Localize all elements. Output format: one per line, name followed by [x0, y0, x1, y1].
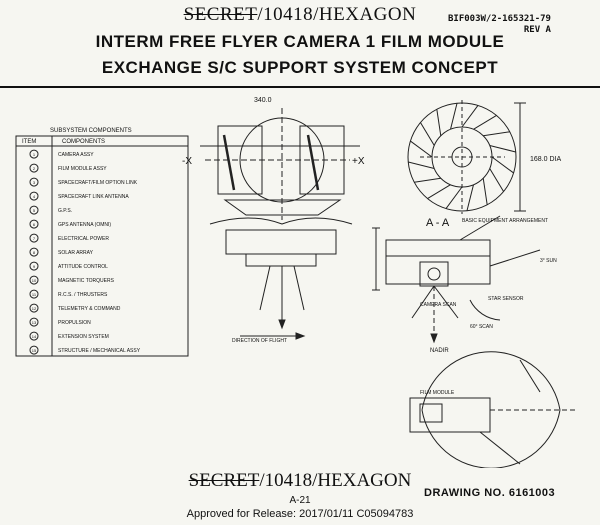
component-name: STRUCTURE / MECHANICAL ASSY	[58, 348, 141, 354]
document-id-block: BIF003W/2-165321-79 REV A	[448, 14, 551, 36]
item-number: 12	[32, 306, 37, 311]
item-number-circle	[29, 331, 39, 341]
item-number-circle	[29, 177, 39, 187]
fin-line	[473, 115, 497, 130]
sun-angle-label: 3° SUN	[540, 258, 557, 264]
diameter-dimension: 168.0 DIA	[530, 156, 561, 163]
document-number: BIF003W/2-165321-79	[448, 14, 551, 24]
drawing-number: DRAWING NO. 6161003	[424, 487, 556, 499]
subsystem-table	[15, 135, 189, 357]
item-number-circle	[29, 191, 39, 201]
arrangement-label: BASIC EQUIPMENT ARRANGEMENT	[462, 218, 548, 224]
item-number: 9	[33, 264, 36, 269]
fin-line	[436, 109, 442, 136]
fin-line	[410, 140, 433, 158]
fin-line	[450, 103, 458, 130]
component-name: CAMERA ASSY	[58, 152, 94, 158]
component-name: FILM MODULE ASSY	[58, 166, 107, 172]
fin-line	[414, 177, 441, 183]
item-number-circle	[29, 289, 39, 299]
scan-angle-label: 60° SCAN	[470, 324, 493, 330]
fin-line	[483, 131, 510, 137]
item-number: 4	[33, 194, 36, 199]
item-number: 14	[32, 334, 37, 339]
nadir-label: NADIR	[430, 348, 449, 354]
fin-line	[482, 178, 488, 205]
component-name: ATTITUDE CONTROL	[58, 264, 108, 270]
classification-rest: /10418/HEXAGON	[257, 4, 417, 25]
item-number-circle	[29, 219, 39, 229]
film-module-label: FILM MODULE	[420, 390, 455, 396]
item-number: 6	[33, 222, 36, 227]
fin-line	[445, 186, 463, 209]
neg-x-label: -X	[182, 156, 192, 167]
item-number: 1	[33, 152, 36, 157]
component-name: SPACECRAFT LINK ANTENNA	[58, 194, 129, 200]
item-number: 10	[32, 278, 37, 283]
bottom-classification-marking: SECRET/10418/HEXAGON	[0, 470, 600, 492]
fin-line	[489, 145, 516, 153]
item-number-circle	[29, 149, 39, 159]
fin-line	[461, 105, 479, 128]
fin-line	[420, 122, 435, 146]
item-number: 3	[33, 180, 36, 185]
camera-scan-label: CAMERA SCAN	[420, 302, 457, 308]
item-number-circle	[29, 205, 39, 215]
end-view-drawing	[407, 100, 526, 214]
section-a-a-drawing	[372, 215, 541, 344]
fin-line	[466, 184, 474, 211]
table-header-components: COMPONENTS	[62, 139, 105, 145]
component-name: EXTENSION SYSTEM	[58, 334, 109, 340]
component-name: MAGNETIC TORQUERS	[58, 278, 115, 284]
component-name: G.P.S.	[58, 208, 72, 214]
release-stamp: Approved for Release: 2017/01/11 C050947…	[186, 508, 414, 520]
component-name: PROPULSION	[58, 320, 91, 326]
item-number: 13	[32, 320, 37, 325]
fin-line	[427, 184, 451, 199]
title-line-1: INTERM FREE FLYER CAMERA 1 FILM MODULE	[95, 32, 505, 51]
table-title: SUBSYSTEM COMPONENTS	[50, 128, 132, 134]
item-number: 15	[32, 348, 37, 353]
item-number-circle	[29, 247, 39, 257]
item-number: 11	[32, 292, 37, 297]
item-number-circle	[29, 345, 39, 355]
item-number: 8	[33, 250, 36, 255]
component-name: SOLAR ARRAY	[58, 250, 94, 256]
item-number-circle	[29, 303, 39, 313]
revision-label: REV A	[523, 25, 551, 35]
top-classification-marking: SECRET/10418/HEXAGON	[0, 4, 600, 26]
width-dimension: 340.0	[254, 97, 272, 104]
section-label: A - A	[426, 217, 450, 229]
item-number: 5	[33, 208, 36, 213]
film-module-detail	[409, 351, 576, 468]
direction-of-flight-label: DIRECTION OF FLIGHT	[232, 338, 287, 344]
footer-classification-struck: SECRET	[188, 470, 260, 491]
component-name: R.C.S. / THRUSTERS	[58, 292, 108, 298]
component-name: ELECTRICAL POWER	[58, 236, 109, 242]
component-name: TELEMETRY & COMMAND	[58, 306, 121, 312]
footer-classification-rest: /10418/HEXAGON	[259, 470, 412, 491]
item-number-circle	[29, 317, 39, 327]
radial-fins	[408, 103, 516, 211]
item-number-circle	[29, 275, 39, 285]
fin-line	[408, 161, 435, 169]
item-number: 2	[33, 166, 36, 171]
fin-line	[489, 168, 504, 192]
page-number: A-21	[289, 495, 311, 506]
item-number-circle	[29, 261, 39, 271]
star-sensor-label: STAR SENSOR	[488, 296, 524, 302]
item-number: 7	[33, 236, 36, 241]
component-name: GPS ANTENNA (OMNI)	[58, 222, 111, 228]
classification-struck: SECRET	[183, 4, 258, 25]
fin-line	[491, 156, 514, 174]
pos-x-label: +X	[352, 156, 365, 167]
header-rule	[0, 86, 600, 88]
item-number-circle	[29, 163, 39, 173]
title-line-2: EXCHANGE S/C SUPPORT SYSTEM CONCEPT	[101, 58, 499, 77]
table-header-item: ITEM	[22, 139, 36, 145]
component-name: SPACECRAFT/FILM OPTION LINK	[58, 180, 138, 186]
item-number-circle	[29, 233, 39, 243]
side-view-drawing	[200, 108, 360, 340]
